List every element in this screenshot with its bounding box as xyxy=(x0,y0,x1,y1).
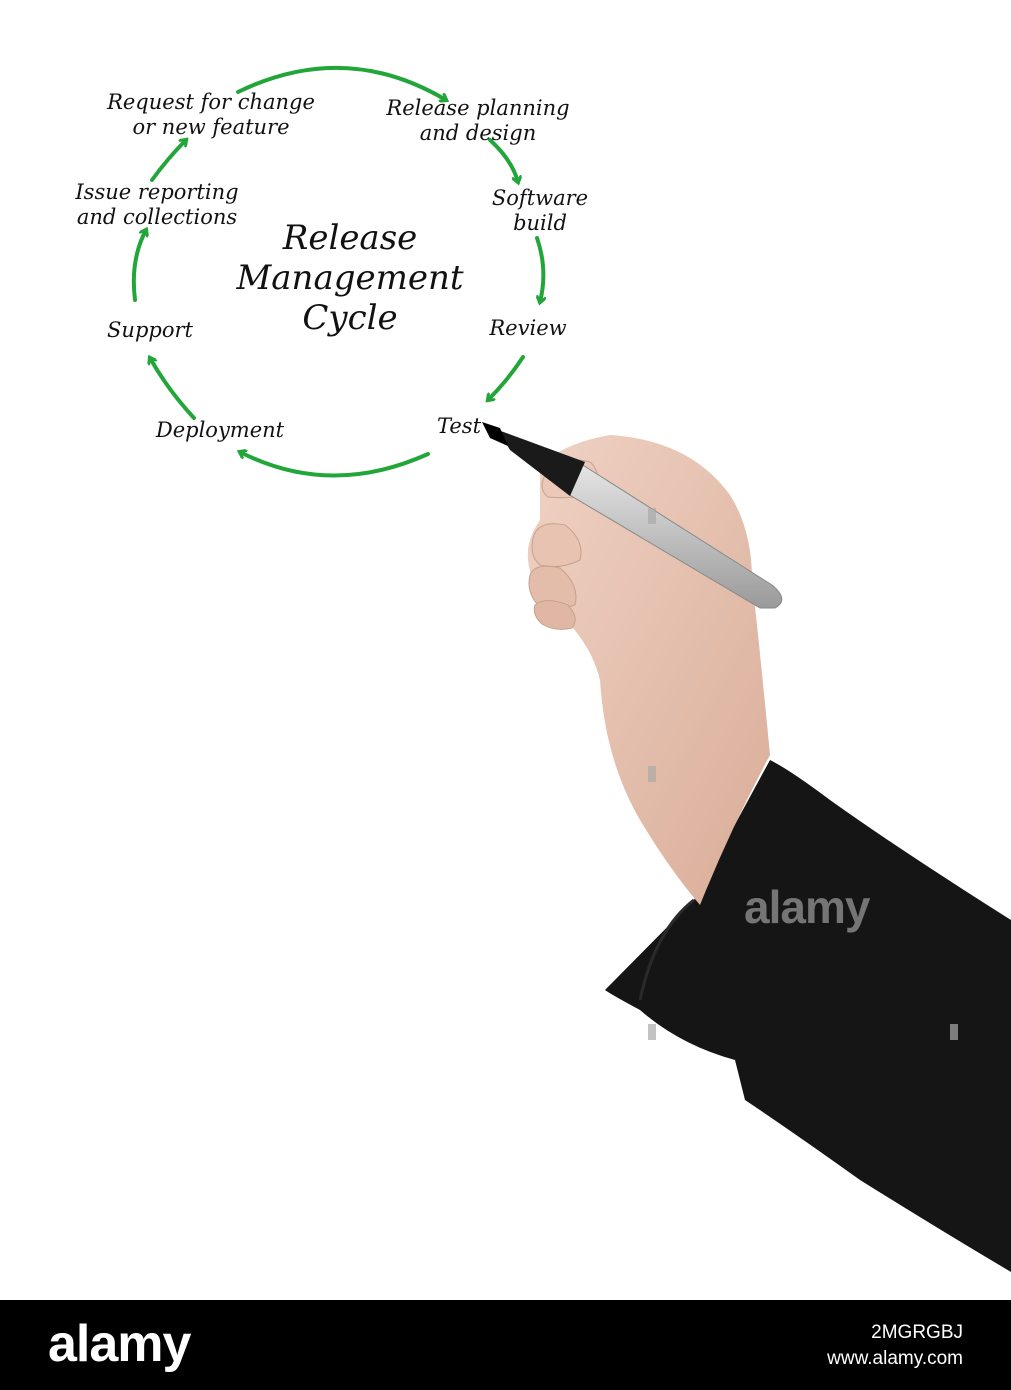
watermark-dot xyxy=(648,766,656,782)
arrow-deployment-to-support xyxy=(150,358,196,420)
photo-stage: Request for change or new feature Releas… xyxy=(75,65,1011,1272)
watermark-logo: alamy xyxy=(744,881,870,933)
arrow-issue-to-request xyxy=(150,140,186,182)
title-line-1: Release xyxy=(282,218,418,258)
watermark-dot xyxy=(648,1024,656,1040)
step-request: Request for change or new feature xyxy=(107,90,315,139)
step-deployment: Deployment xyxy=(155,418,285,442)
step-test: Test xyxy=(436,414,482,438)
arrow-request-to-planning xyxy=(236,65,446,100)
finger-ring xyxy=(528,565,577,609)
footer-logo: alamy xyxy=(48,1315,191,1373)
step-issue-reporting: Issue reporting and collections xyxy=(75,180,239,229)
finger-middle xyxy=(531,523,582,568)
step-support: Support xyxy=(107,318,193,342)
illustration xyxy=(131,65,1011,1272)
step-release-planning: Release planning and design xyxy=(386,96,570,145)
finger-little xyxy=(533,600,576,630)
arrow-build-to-review xyxy=(535,236,543,302)
footer-bar: alamy 2MGRGBJ www.alamy.com xyxy=(0,1300,1011,1390)
diagram-title: Release Management Cycle xyxy=(190,218,510,338)
watermark-dot xyxy=(950,1024,958,1040)
arrow-planning-to-build xyxy=(488,138,518,182)
marker-pen xyxy=(482,422,783,609)
title-line-2: Management xyxy=(236,258,464,298)
image-id: 2MGRGBJ xyxy=(871,1322,963,1343)
arrow-review-to-test xyxy=(488,355,525,400)
title-line-3: Cycle xyxy=(302,298,398,338)
footer-info: 2MGRGBJ www.alamy.com xyxy=(827,1320,963,1372)
site-url: www.alamy.com xyxy=(827,1348,963,1369)
step-software-build: Software build xyxy=(491,186,589,235)
arrow-test-to-deployment xyxy=(240,452,430,478)
step-review: Review xyxy=(489,316,567,340)
arrow-support-to-issue xyxy=(131,230,146,302)
cycle-arrows xyxy=(131,65,544,478)
watermark-dot xyxy=(648,508,656,524)
